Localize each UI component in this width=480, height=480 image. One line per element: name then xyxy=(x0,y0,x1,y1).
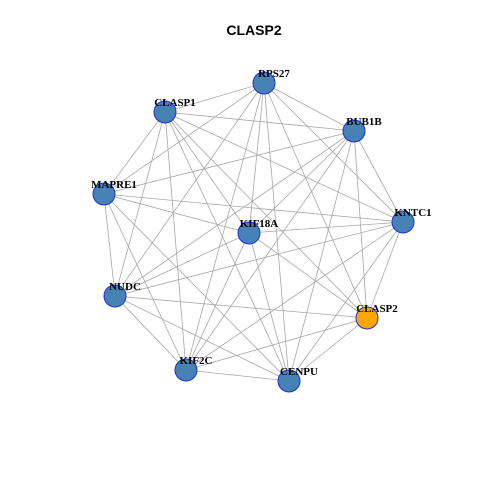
edge-mapre1-nudc xyxy=(103,193,116,297)
edge-kif18a-kntc1 xyxy=(248,221,404,234)
edge-rps27-kntc1 xyxy=(263,82,404,223)
edge-kntc1-clasp2 xyxy=(366,221,404,319)
edge-clasp1-mapre1 xyxy=(103,111,166,195)
node-kif18a[interactable] xyxy=(237,221,261,245)
edge-clasp1-cenpu xyxy=(164,111,290,382)
edge-kif18a-nudc xyxy=(114,232,250,297)
node-label-nudc: NUDC xyxy=(109,281,141,293)
edge-mapre1-kif18a xyxy=(103,193,250,234)
edge-nudc-kif2c xyxy=(114,295,187,371)
edge-bub1b-mapre1 xyxy=(103,130,355,195)
edge-bub1b-cenpu xyxy=(288,130,355,382)
node-layer xyxy=(92,71,415,393)
edge-kif18a-clasp2 xyxy=(248,232,368,319)
node-label-clasp2: CLASP2 xyxy=(356,303,398,315)
edge-kif18a-cenpu xyxy=(248,232,290,382)
node-clasp2[interactable] xyxy=(355,306,379,330)
node-label-kntc1: KNTC1 xyxy=(394,207,431,219)
edge-kntc1-kif2c xyxy=(185,221,404,371)
node-label-kif2c: KIF2C xyxy=(180,355,213,367)
edge-rps27-bub1b xyxy=(263,82,355,132)
edge-clasp1-kif2c xyxy=(164,111,187,371)
node-label-bub1b: BUB1B xyxy=(346,116,382,128)
edge-nudc-clasp2 xyxy=(114,295,368,319)
edge-kntc1-nudc xyxy=(114,221,404,297)
node-label-clasp1: CLASP1 xyxy=(154,97,196,109)
edge-bub1b-nudc xyxy=(114,130,355,297)
edge-kif2c-cenpu xyxy=(185,369,290,382)
edge-rps27-mapre1 xyxy=(103,82,265,195)
edge-rps27-nudc xyxy=(114,82,265,297)
edge-mapre1-cenpu xyxy=(103,193,290,382)
edge-bub1b-kif18a xyxy=(248,130,355,234)
node-label-rps27: RPS27 xyxy=(258,68,290,80)
node-nudc[interactable] xyxy=(103,284,127,308)
node-rps27[interactable] xyxy=(252,71,276,95)
edge-clasp1-clasp2 xyxy=(164,111,368,319)
node-cenpu[interactable] xyxy=(277,369,301,393)
edge-mapre1-kntc1 xyxy=(103,193,404,223)
node-kif2c[interactable] xyxy=(174,358,198,382)
edge-kif18a-kif2c xyxy=(185,232,250,371)
edge-rps27-cenpu xyxy=(263,82,290,382)
node-label-cenpu: CENPU xyxy=(280,366,318,378)
node-clasp1[interactable] xyxy=(153,100,177,124)
edge-rps27-clasp1 xyxy=(164,82,265,113)
edge-layer xyxy=(103,82,404,382)
node-bub1b[interactable] xyxy=(342,119,366,143)
edge-rps27-clasp2 xyxy=(263,82,368,319)
node-label-kif18a: KIF18A xyxy=(240,218,279,230)
edge-bub1b-kntc1 xyxy=(353,130,404,223)
edge-clasp2-kif2c xyxy=(185,317,368,371)
edge-bub1b-kif2c xyxy=(185,130,355,371)
edge-bub1b-clasp2 xyxy=(353,130,368,319)
edge-clasp1-kif18a xyxy=(164,111,250,234)
node-kntc1[interactable] xyxy=(391,210,415,234)
node-label-mapre1: MAPRE1 xyxy=(91,179,137,191)
edge-clasp2-cenpu xyxy=(288,317,368,382)
edge-nudc-cenpu xyxy=(114,295,290,382)
node-mapre1[interactable] xyxy=(92,182,116,206)
edge-clasp1-bub1b xyxy=(164,111,355,132)
diagram-title: CLASP2 xyxy=(226,22,281,38)
edge-clasp1-kntc1 xyxy=(164,111,404,223)
edge-kntc1-cenpu xyxy=(288,221,404,382)
